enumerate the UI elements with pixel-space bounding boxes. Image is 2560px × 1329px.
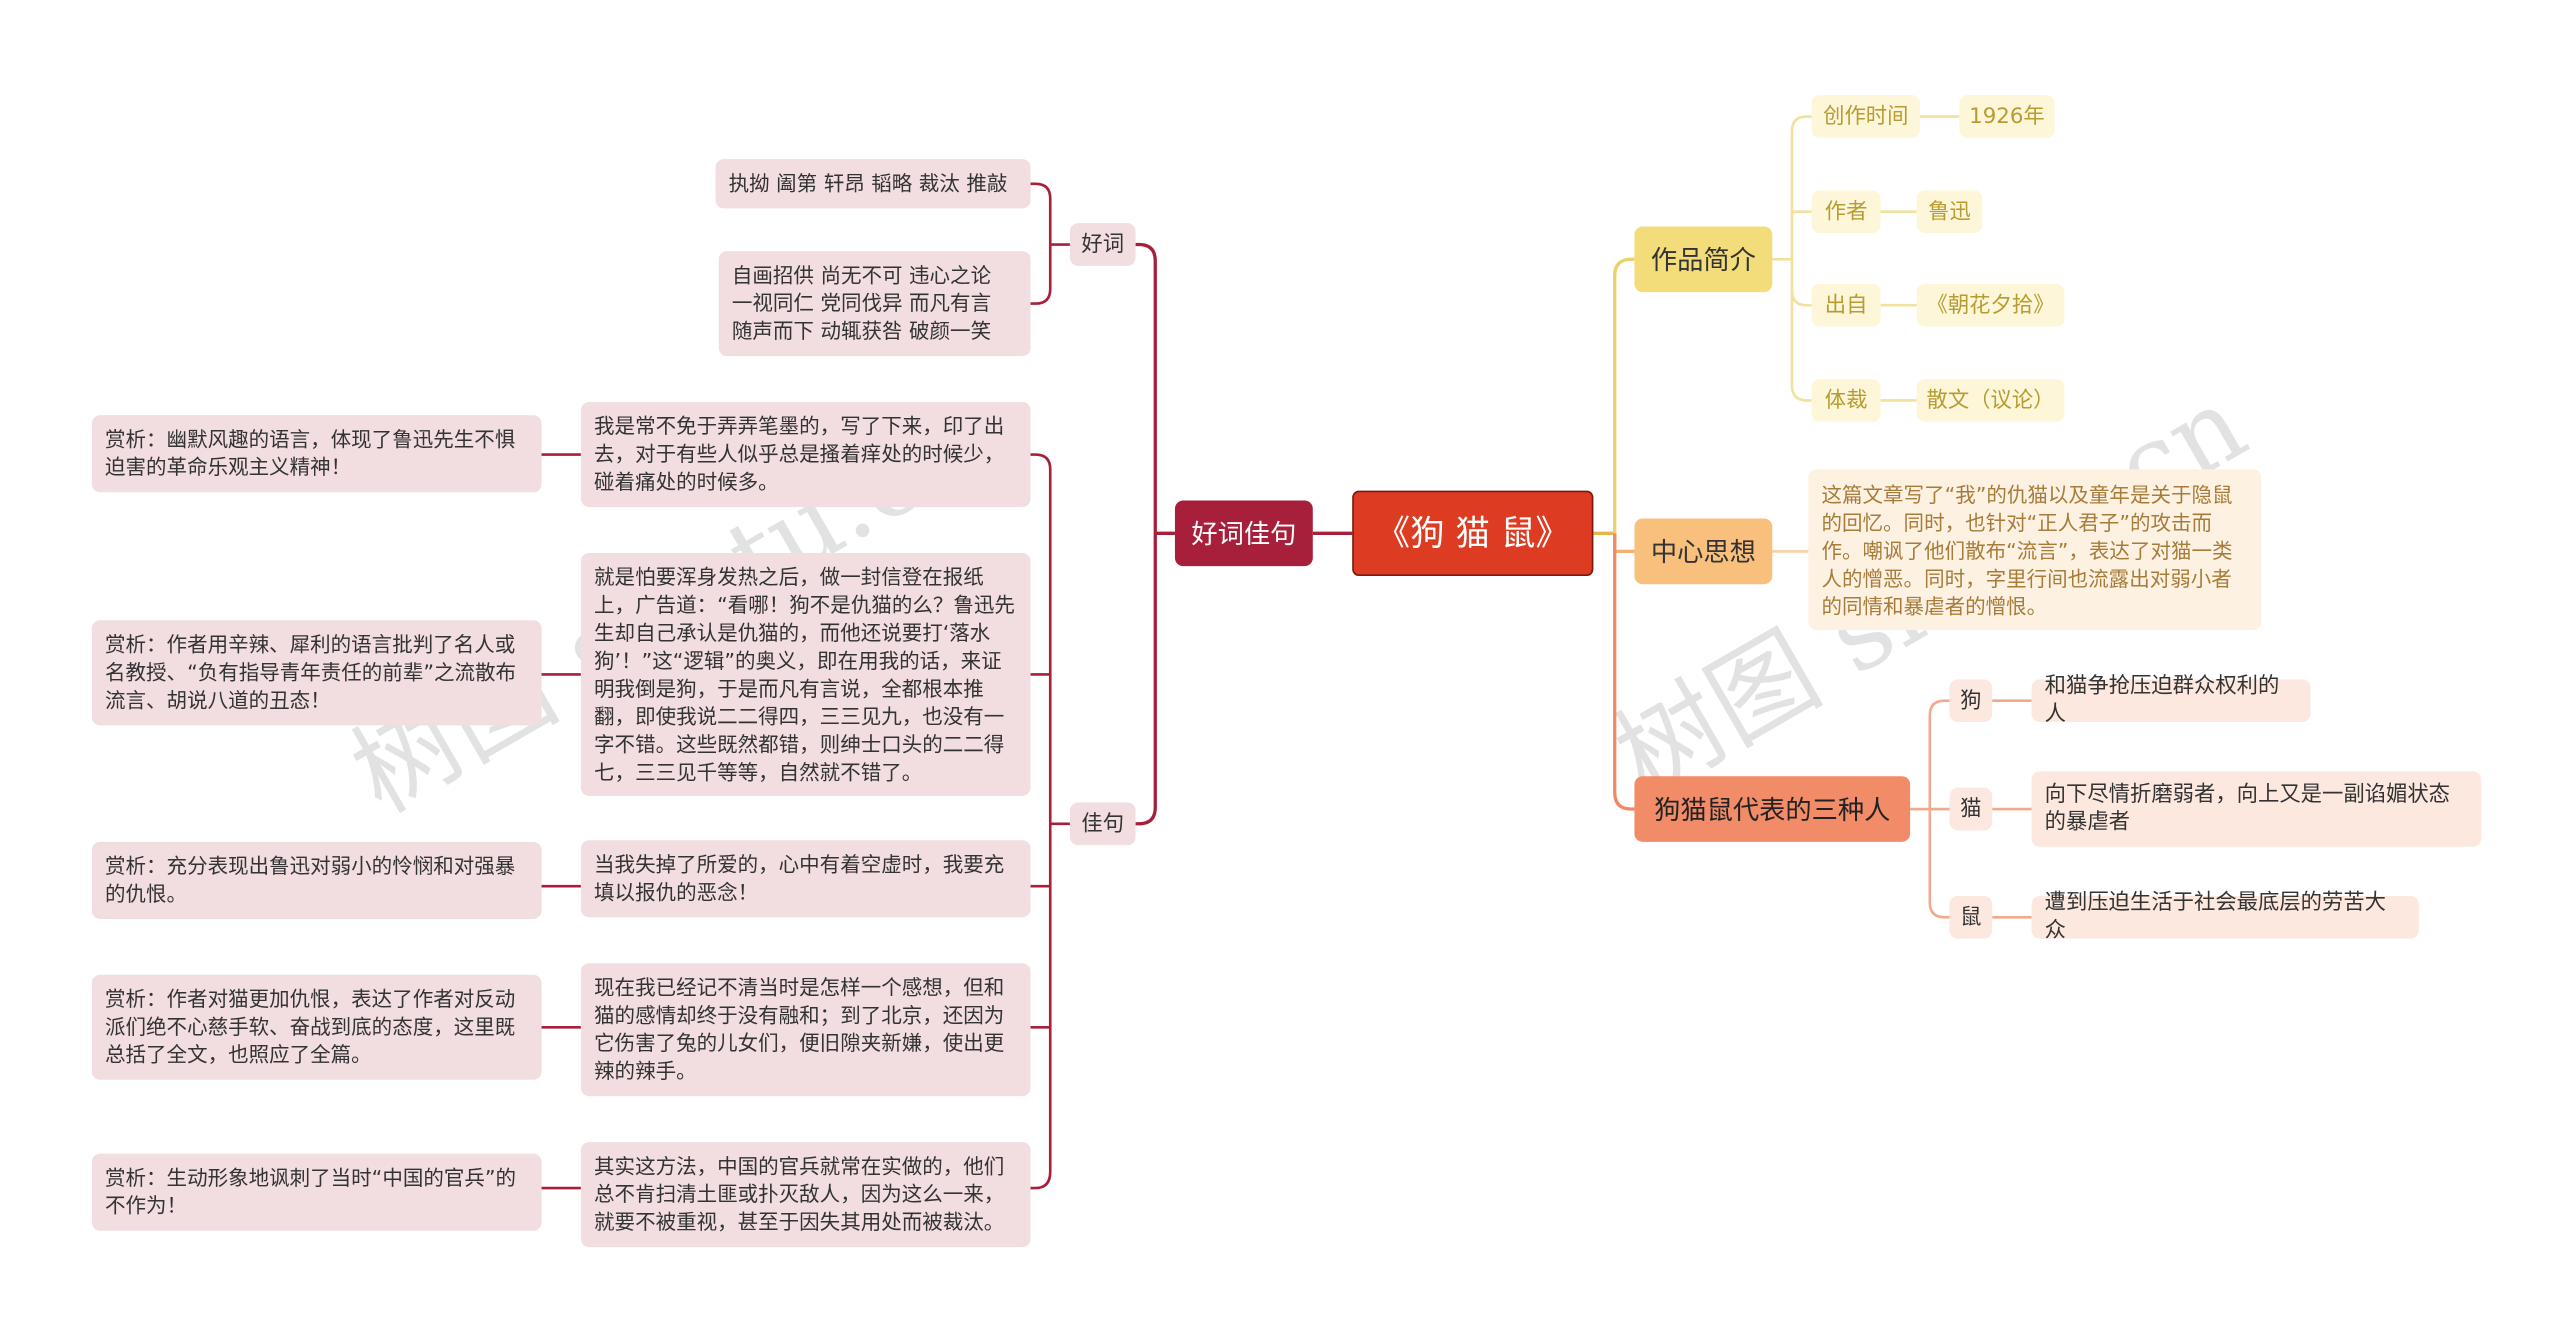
- sub-good-words[interactable]: 好词: [1069, 223, 1136, 266]
- type-value[interactable]: 向下尽情折磨弱者，向上又是一副谄媚状态的暴虐者: [2031, 771, 2482, 847]
- intro-value[interactable]: 1926年: [1959, 95, 2055, 138]
- sentence-leaf[interactable]: 其实这方法，中国的官兵就常在实做的，他们总不肯扫清土匪或扑灭敌人，因为这么一来，…: [580, 1142, 1031, 1248]
- intro-key[interactable]: 作者: [1811, 190, 1881, 234]
- intro-key[interactable]: 出自: [1811, 283, 1881, 327]
- analysis-leaf[interactable]: 赏析：幽默风趣的语言，体现了鲁迅先生不惧迫害的革命乐观主义精神！: [91, 415, 542, 493]
- branch-good-words-sentences[interactable]: 好词佳句: [1174, 500, 1313, 567]
- sub-good-sentences[interactable]: 佳句: [1069, 802, 1136, 846]
- words-leaf[interactable]: 自画招供 尚无不可 违心之论 一视同仁 党同伐异 而凡有言 随声而下 动辄获咎 …: [718, 251, 1031, 357]
- branch-central-idea[interactable]: 中心思想: [1634, 518, 1773, 585]
- type-key-cat[interactable]: 猫: [1949, 787, 1993, 831]
- sentence-leaf[interactable]: 就是怕要浑身发热之后，做一封信登在报纸上，广告道：“看哪！狗不是仇猫的么？鲁迅先…: [580, 553, 1031, 796]
- root-node[interactable]: 《狗 猫 鼠》: [1352, 490, 1594, 576]
- intro-value[interactable]: 鲁迅: [1916, 190, 1983, 234]
- type-value[interactable]: 遭到压迫生活于社会最底层的劳苦大众: [2031, 891, 2419, 944]
- type-key-rat[interactable]: 鼠: [1949, 895, 1993, 939]
- intro-key[interactable]: 体裁: [1811, 379, 1881, 422]
- words-leaf[interactable]: 执拗 阖第 轩昂 韬略 裁汰 推敲: [715, 159, 1031, 209]
- type-value[interactable]: 和猫争抢压迫群众权利的人: [2031, 674, 2311, 727]
- analysis-leaf[interactable]: 赏析：生动形象地讽刺了当时“中国的官兵”的不作为！: [91, 1153, 542, 1231]
- sentence-leaf[interactable]: 我是常不免于弄弄笔墨的，写了下来，印了出去，对于有些人似乎总是搔着痒处的时候少，…: [580, 402, 1031, 508]
- central-idea-text[interactable]: 这篇文章写了“我”的仇猫以及童年是关于隐鼠的回忆。同时，也针对“正人君子”的攻击…: [1808, 469, 2262, 631]
- analysis-leaf[interactable]: 赏析：作者用辛辣、犀利的语言批判了名人或名教授、“负有指导青年责任的前辈”之流散…: [91, 620, 542, 726]
- sentence-leaf[interactable]: 当我失掉了所爱的，心中有着空虚时，我要充填以报仇的恶念！: [580, 840, 1031, 918]
- intro-value[interactable]: 《朝花夕拾》: [1916, 283, 2065, 327]
- analysis-leaf[interactable]: 赏析：作者对猫更加仇恨，表达了作者对反动派们绝不心慈手软、奋战到底的态度，这里既…: [91, 974, 542, 1080]
- intro-key[interactable]: 创作时间: [1811, 95, 1920, 138]
- intro-value[interactable]: 散文（议论）: [1916, 379, 2065, 422]
- branch-intro[interactable]: 作品简介: [1634, 226, 1773, 293]
- sentence-leaf[interactable]: 现在我已经记不清当时是怎样一个感想，但和猫的感情却终于没有融和；到了北京，还因为…: [580, 963, 1031, 1097]
- analysis-leaf[interactable]: 赏析：充分表现出鲁迅对弱小的怜悯和对强暴的仇恨。: [91, 841, 542, 919]
- type-key-dog[interactable]: 狗: [1949, 679, 1993, 723]
- branch-three-types[interactable]: 狗猫鼠代表的三种人: [1634, 776, 1911, 842]
